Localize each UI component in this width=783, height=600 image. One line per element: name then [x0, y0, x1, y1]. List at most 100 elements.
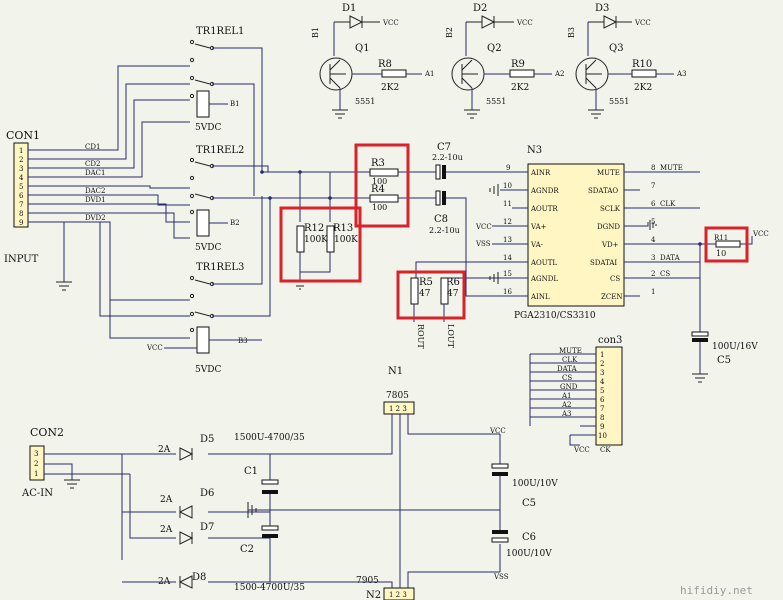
c7-value: 2.2-10u: [432, 153, 463, 162]
con2-label: AC-IN: [21, 488, 53, 499]
r11-name: R11: [714, 234, 728, 242]
r13-name: R13: [333, 223, 353, 234]
d7-name: D7: [200, 522, 214, 533]
n3-pin-name: CS: [610, 275, 620, 283]
r3-resistor: [369, 168, 399, 177]
n2-body: [383, 587, 415, 600]
ic-n3: N3 PGA2310/CS3310 9 10 11 12 13 14 15 16…: [475, 145, 769, 383]
n3-vss: VSS: [475, 240, 491, 248]
con1-pin-label: 4: [19, 174, 24, 182]
d7-rating: 2A: [160, 525, 173, 535]
d5-name: D5: [200, 434, 214, 445]
signal-label-cd1: CD1: [85, 143, 100, 151]
n3-pin-name: VA-: [530, 241, 544, 249]
n3-pin-num: 13: [503, 236, 512, 244]
n3-pin-num: 15: [503, 270, 512, 278]
n3-pin-num: 3: [651, 254, 655, 262]
r13-resistor: [326, 225, 335, 253]
con3-name: con3: [598, 335, 622, 346]
con1-body: [13, 142, 29, 228]
n1-name: N1: [388, 366, 403, 377]
driver-2-net: A2: [554, 70, 565, 78]
con3-pin-label: 8: [600, 414, 604, 422]
con3-label: CK: [600, 446, 611, 454]
con2-pin-label: 1: [34, 470, 38, 478]
n3-pin-num: 2: [651, 270, 655, 278]
n3-pin-num: 16: [503, 288, 512, 296]
c5-top-name: C5: [717, 355, 731, 366]
driver-2-part: 5551: [486, 97, 506, 106]
d8-name: D8: [192, 572, 206, 583]
r12-resistor: [296, 225, 305, 253]
lout-label: LOUT: [446, 324, 455, 349]
c5-value: 100U/10V: [512, 479, 558, 489]
relay-2-coil-net: B2: [230, 219, 240, 227]
con3-pin-label: 5: [600, 387, 604, 395]
driver-2-resistor-name: R9: [511, 59, 525, 70]
con3-vcc: VCC: [573, 446, 590, 454]
driver-stage-2: D2 VCC B2 Q2 R9 A2 2K2 5551: [445, 3, 565, 119]
driver-3-base-net: B3: [567, 27, 576, 38]
con3-pin-label: 1: [600, 351, 604, 359]
r11-value: 10: [716, 249, 726, 258]
d6-rating: 2A: [160, 495, 173, 505]
r11-resistor: [715, 240, 741, 248]
relay-3-coil: [196, 326, 210, 354]
con3-net-label: DATA: [557, 365, 578, 373]
con3-net-label: A1: [561, 392, 572, 400]
n3-pin-name: VA+: [530, 223, 547, 231]
r5-name: R5: [419, 277, 433, 288]
watermark-text: hifidiy.net: [680, 584, 753, 597]
n1-pins: 1 2 3: [389, 405, 407, 413]
con3-pin-label: 6: [600, 396, 605, 404]
n3-net-label: CS: [660, 270, 670, 278]
relay-1-voltage: 5VDC: [195, 123, 221, 133]
n1-body: [383, 401, 415, 415]
signal-label-dvd1: DVD1: [85, 196, 106, 204]
con3-pin-label: 4: [600, 378, 605, 386]
highlight-r3-r4: [354, 143, 410, 228]
c1-name: C1: [244, 466, 258, 477]
relay-tr1rel3: TR1REL3 B3 VCC 5VDC: [146, 196, 271, 375]
con1-pin-label: 3: [19, 165, 23, 173]
highlight-r5-r6: [396, 270, 466, 320]
r3-value: 100: [372, 177, 387, 186]
n3-vcc: VCC: [475, 223, 492, 231]
c8-name: C8: [434, 214, 448, 225]
n3-pin-name: AINL: [530, 293, 550, 301]
con3-pin-label: 2: [600, 360, 604, 368]
relay-1-coil-net: B1: [230, 100, 240, 108]
r13-value: 100K: [334, 235, 358, 245]
input-routing-wires: [72, 65, 190, 339]
n2-pins: 1 2 3: [389, 591, 407, 599]
r6-value: 47: [447, 289, 459, 299]
c6-value: 100U/10V: [506, 549, 552, 559]
driver-3-vcc: VCC: [634, 19, 651, 27]
n3-pin-name: AGNDR: [530, 187, 559, 195]
signal-label-dac1: DAC1: [85, 169, 105, 177]
con3-net-label: GND: [560, 383, 578, 391]
con1-connector: CON1 1 2 3 4 5 6 7 8 9 INPUT: [4, 129, 72, 291]
n2-part: 7905: [356, 576, 379, 586]
n3-pin-num: 1: [651, 288, 655, 296]
driver-1-diode-name: D1: [342, 3, 356, 14]
con3-net-label: MUTE: [559, 347, 582, 355]
driver-3-resistor-value: 2K2: [634, 83, 652, 93]
con3-net-label: CLK: [562, 356, 578, 364]
driver-2-diode-name: D2: [473, 3, 487, 14]
driver-3-resistor-name: R10: [632, 59, 652, 70]
con1-pin-label: 8: [19, 210, 23, 218]
c8-value: 2.2-10u: [429, 226, 460, 235]
con3-net-label: A3: [561, 410, 572, 418]
output-network: R5 47 R6 47 ROUT LOUT: [410, 261, 528, 349]
con1-pin-label: 7: [19, 201, 23, 209]
n3-name: N3: [527, 145, 542, 156]
signal-label-dvd2: DVD2: [85, 214, 106, 222]
driver-3-diode-name: D3: [595, 3, 609, 14]
driver-1-vcc: VCC: [382, 19, 399, 27]
driver-1-part: 5551: [355, 97, 375, 106]
input-signal-labels: CD1 CD2 DAC1 DAC2 DVD1 DVD2: [85, 143, 106, 222]
c6-name: C6: [522, 532, 536, 543]
c7-name: C7: [437, 142, 451, 153]
